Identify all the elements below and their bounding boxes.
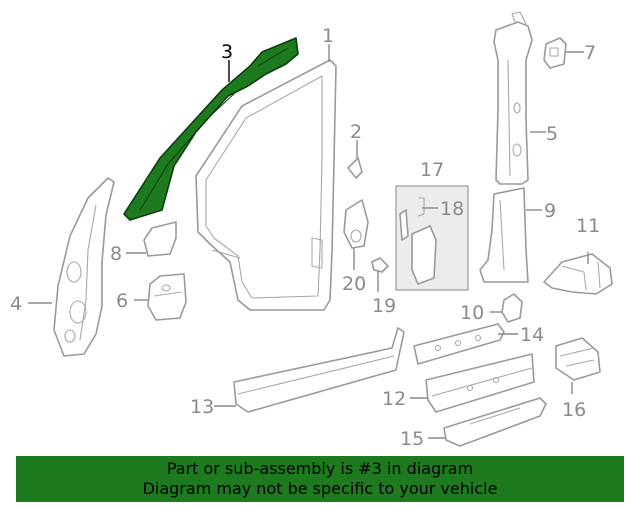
callout-12: 12 bbox=[382, 388, 406, 410]
callout-labels: 1 2 3 4 5 6 7 8 9 10 11 12 13 14 15 16 1… bbox=[10, 25, 600, 450]
callout-5: 5 bbox=[546, 123, 558, 145]
part-9-pillar-lower[interactable] bbox=[479, 187, 529, 283]
callout-14: 14 bbox=[520, 324, 544, 346]
part-15-floor-rail[interactable] bbox=[443, 397, 547, 447]
parts-diagram: 1 2 3 4 5 6 7 8 9 10 11 12 13 14 15 16 1… bbox=[10, 11, 613, 450]
part-13-rocker-panel[interactable] bbox=[233, 327, 405, 413]
callout-7: 7 bbox=[584, 42, 596, 64]
part-16-bracket-assembly[interactable] bbox=[555, 337, 601, 381]
callout-9: 9 bbox=[544, 200, 556, 222]
banner-line-1: Part or sub-assembly is #3 in diagram bbox=[166, 459, 474, 478]
part-10-clip[interactable] bbox=[501, 293, 523, 323]
part-6-reinforcement[interactable] bbox=[147, 273, 187, 321]
part-5-b-pillar[interactable] bbox=[493, 11, 533, 185]
callout-10: 10 bbox=[460, 302, 484, 324]
leader-lines bbox=[28, 44, 589, 439]
info-banner: Part or sub-assembly is #3 in diagram Di… bbox=[16, 456, 624, 502]
part-14-sill-reinforcement[interactable] bbox=[413, 323, 505, 365]
callout-17: 17 bbox=[420, 159, 444, 181]
callout-11: 11 bbox=[576, 215, 600, 237]
part-2-bracket[interactable] bbox=[347, 157, 363, 179]
part-4-hinge-pillar[interactable] bbox=[53, 177, 115, 357]
callout-13: 13 bbox=[190, 396, 214, 418]
part-3-windshield-pillar[interactable] bbox=[123, 37, 299, 221]
part-19-plug[interactable] bbox=[371, 257, 389, 273]
part-11-bracket-assembly[interactable] bbox=[543, 253, 613, 295]
part-1-door-frame[interactable] bbox=[195, 59, 337, 311]
callout-18: 18 bbox=[440, 198, 464, 220]
callout-15: 15 bbox=[400, 428, 424, 450]
part-8-bracket[interactable] bbox=[143, 221, 177, 257]
callout-2: 2 bbox=[350, 121, 362, 143]
part-7-bracket[interactable] bbox=[543, 37, 567, 69]
callout-20: 20 bbox=[342, 273, 366, 295]
callout-8: 8 bbox=[110, 243, 122, 265]
callout-16: 16 bbox=[562, 399, 586, 421]
callout-19: 19 bbox=[372, 295, 396, 317]
callout-6: 6 bbox=[116, 290, 128, 312]
callout-3: 3 bbox=[221, 41, 233, 63]
part-17-assembly-box[interactable] bbox=[395, 185, 469, 291]
part-20-bracket[interactable] bbox=[343, 199, 369, 249]
part-12-sill-panel[interactable] bbox=[425, 353, 535, 413]
callout-1: 1 bbox=[322, 25, 334, 47]
banner-line-2: Diagram may not be specific to your vehi… bbox=[142, 479, 498, 498]
callout-4: 4 bbox=[10, 293, 22, 315]
